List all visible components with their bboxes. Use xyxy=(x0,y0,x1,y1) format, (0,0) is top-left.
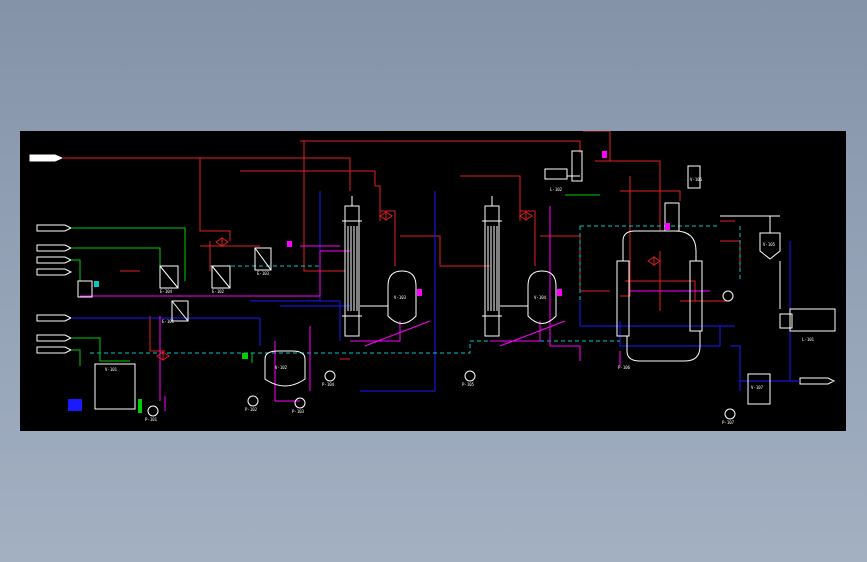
tag-feed-tank: V-101 xyxy=(105,367,118,372)
tag-hx-3: E-103 xyxy=(257,271,270,276)
pid-drawing-canvas: V-101 V-102 V-103 V-104 V-105 V-106 V-10… xyxy=(20,131,846,431)
tag-pump-mid-b: P-103 xyxy=(292,409,305,414)
vessel-icon xyxy=(687,165,701,189)
tag-separator-1: V-103 xyxy=(394,295,407,300)
process-flow-diagram: V-101 V-102 V-103 V-104 V-105 V-106 V-10… xyxy=(29,131,836,425)
valve-icon xyxy=(379,211,393,221)
ejector xyxy=(571,150,583,182)
vacuum-lines xyxy=(90,225,741,354)
tag-pump-col: P-106 xyxy=(618,365,631,370)
vessel-icon xyxy=(527,270,557,324)
heat-exchanger-icon xyxy=(77,280,93,298)
collector-vessel xyxy=(747,373,771,405)
feed-tank xyxy=(94,363,136,410)
tag-hx-1: E-101 xyxy=(162,319,175,324)
tag-pump-out: P-107 xyxy=(722,420,735,425)
tag-pump-mid-a: P-102 xyxy=(245,407,258,412)
valve-icon xyxy=(156,351,170,361)
pump-icon xyxy=(147,405,159,417)
valve-icon xyxy=(519,211,533,221)
tag-pump-evap-1: P-104 xyxy=(322,382,335,387)
pump-icon xyxy=(247,395,259,407)
pump-icon xyxy=(294,397,306,409)
heat-exchanger-icon xyxy=(159,265,179,289)
arrow-tag-icon xyxy=(36,256,73,264)
instrument-markers xyxy=(68,151,670,413)
valve-icon xyxy=(215,237,229,247)
heat-exchanger-icon xyxy=(211,265,231,289)
tag-mid-tank: V-102 xyxy=(275,365,288,370)
arrow-tag-icon xyxy=(36,334,73,342)
ejector-body xyxy=(544,168,568,180)
column-icon xyxy=(689,260,703,332)
vessel-icon xyxy=(387,270,417,324)
tag-collector: V-107 xyxy=(751,385,764,390)
arrow-tag-icon xyxy=(29,154,64,162)
tag-hx-4: E-104 xyxy=(160,289,173,294)
tag-ejector: L-102 xyxy=(550,187,563,192)
inlet-tags xyxy=(29,154,836,385)
arrow-tag-icon xyxy=(36,224,73,232)
tag-pump-evap-2: P-105 xyxy=(462,382,475,387)
arrow-tag-icon xyxy=(36,346,73,354)
tag-pump-feed: P-101 xyxy=(145,417,158,422)
arrow-tag-icon xyxy=(36,314,73,322)
pumps xyxy=(147,290,736,420)
equipment xyxy=(77,150,836,410)
tag-hx-2: E-102 xyxy=(212,289,225,294)
vessel-icon xyxy=(759,232,781,260)
vacuum-unit xyxy=(789,308,836,332)
tag-separator-2: V-104 xyxy=(534,295,547,300)
column-icon xyxy=(616,260,630,337)
arrow-tag-icon xyxy=(36,268,73,276)
heat-exchanger-icon xyxy=(171,300,189,322)
arrow-tag-icon xyxy=(36,244,73,252)
valves xyxy=(156,211,661,361)
vessel-icon xyxy=(264,350,306,387)
heat-exchanger-icon xyxy=(254,247,272,271)
valve-icon xyxy=(647,256,661,266)
pump-icon xyxy=(724,408,736,420)
tag-vac-unit: L-101 xyxy=(802,337,815,342)
column-icon xyxy=(664,202,680,232)
product-lines xyxy=(80,206,710,411)
arrow-tag-icon xyxy=(799,377,836,385)
pump-icon xyxy=(464,370,476,382)
pump-icon xyxy=(722,290,734,302)
vacuum-unit-motor xyxy=(779,313,793,329)
cooling-lines xyxy=(71,194,600,411)
tag-flash-tank: V-106 xyxy=(690,177,703,182)
steam-lines xyxy=(62,131,741,360)
tag-receiver: V-105 xyxy=(763,242,776,247)
equipment-tags: V-101 V-102 V-103 V-104 V-105 V-106 V-10… xyxy=(105,177,815,425)
pump-icon xyxy=(324,370,336,382)
